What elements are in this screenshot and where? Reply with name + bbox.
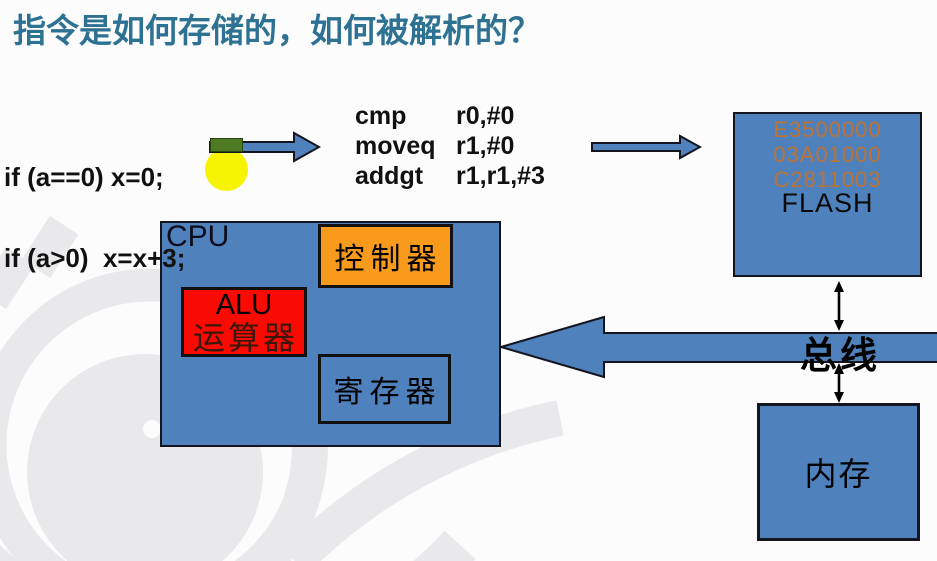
double-arrow-bus-memory-icon [834, 363, 844, 403]
assembly-mnemonic: moveq [355, 132, 436, 160]
flash-label: FLASH [781, 188, 874, 218]
assembly-row: moveq r1,#0 [355, 131, 545, 161]
assembly-operands: r0,#0 [456, 102, 515, 130]
slide-title: 指令是如何存储的，如何被解析的？ [13, 12, 541, 49]
assembly-mnemonic: addgt [355, 162, 424, 190]
memory-label: 内存 [804, 456, 873, 492]
cpu-label: CPU [166, 220, 230, 253]
assembly-operands: r1,#0 [456, 132, 515, 160]
flash-box: E3500000 03A01000 C2811003 FLASH [733, 112, 922, 277]
assembly-block: cmp r0,#0 moveq r1,#0 addgt r1,r1,#3 [355, 101, 545, 191]
bus-arrow-left-icon [500, 315, 937, 379]
flow-arrow-right-1-icon [209, 131, 321, 163]
flow-arrow-right-2-icon [591, 134, 702, 160]
flash-hex-value-2: 03A01000 [773, 142, 882, 167]
flash-hex-value-1: E3500000 [773, 117, 882, 142]
register-box: 寄存器 [318, 354, 451, 424]
assembly-mnemonic: cmp [355, 102, 407, 130]
alu-sublabel: 运算器 [192, 319, 298, 356]
memory-box: 内存 [757, 403, 920, 541]
watermark-dot [143, 420, 161, 438]
assembly-row: cmp r0,#0 [355, 101, 545, 131]
controller-label: 控制器 [334, 243, 443, 276]
cpu-box: CPU 控制器 ALU 运算器 寄存器 [160, 220, 501, 447]
alu-box: ALU 运算器 [181, 287, 307, 357]
highlight-dot [205, 148, 248, 191]
source-code-block: if (a==0) x=0; if (a>0) x=x+3; [4, 110, 185, 326]
code-line-1: if (a==0) x=0; [4, 162, 164, 192]
controller-box: 控制器 [318, 224, 453, 288]
assembly-operands: r1,r1,#3 [456, 162, 545, 190]
register-label: 寄存器 [333, 376, 442, 409]
alu-label: ALU [215, 288, 273, 321]
assembly-row: addgt r1,r1,#3 [355, 161, 545, 191]
double-arrow-flash-bus-icon [834, 281, 844, 331]
flash-hex-value-3: C2811003 [773, 167, 882, 192]
code-line-2: if (a>0) x=x+3; [4, 243, 186, 273]
highlight-rect [210, 138, 243, 152]
